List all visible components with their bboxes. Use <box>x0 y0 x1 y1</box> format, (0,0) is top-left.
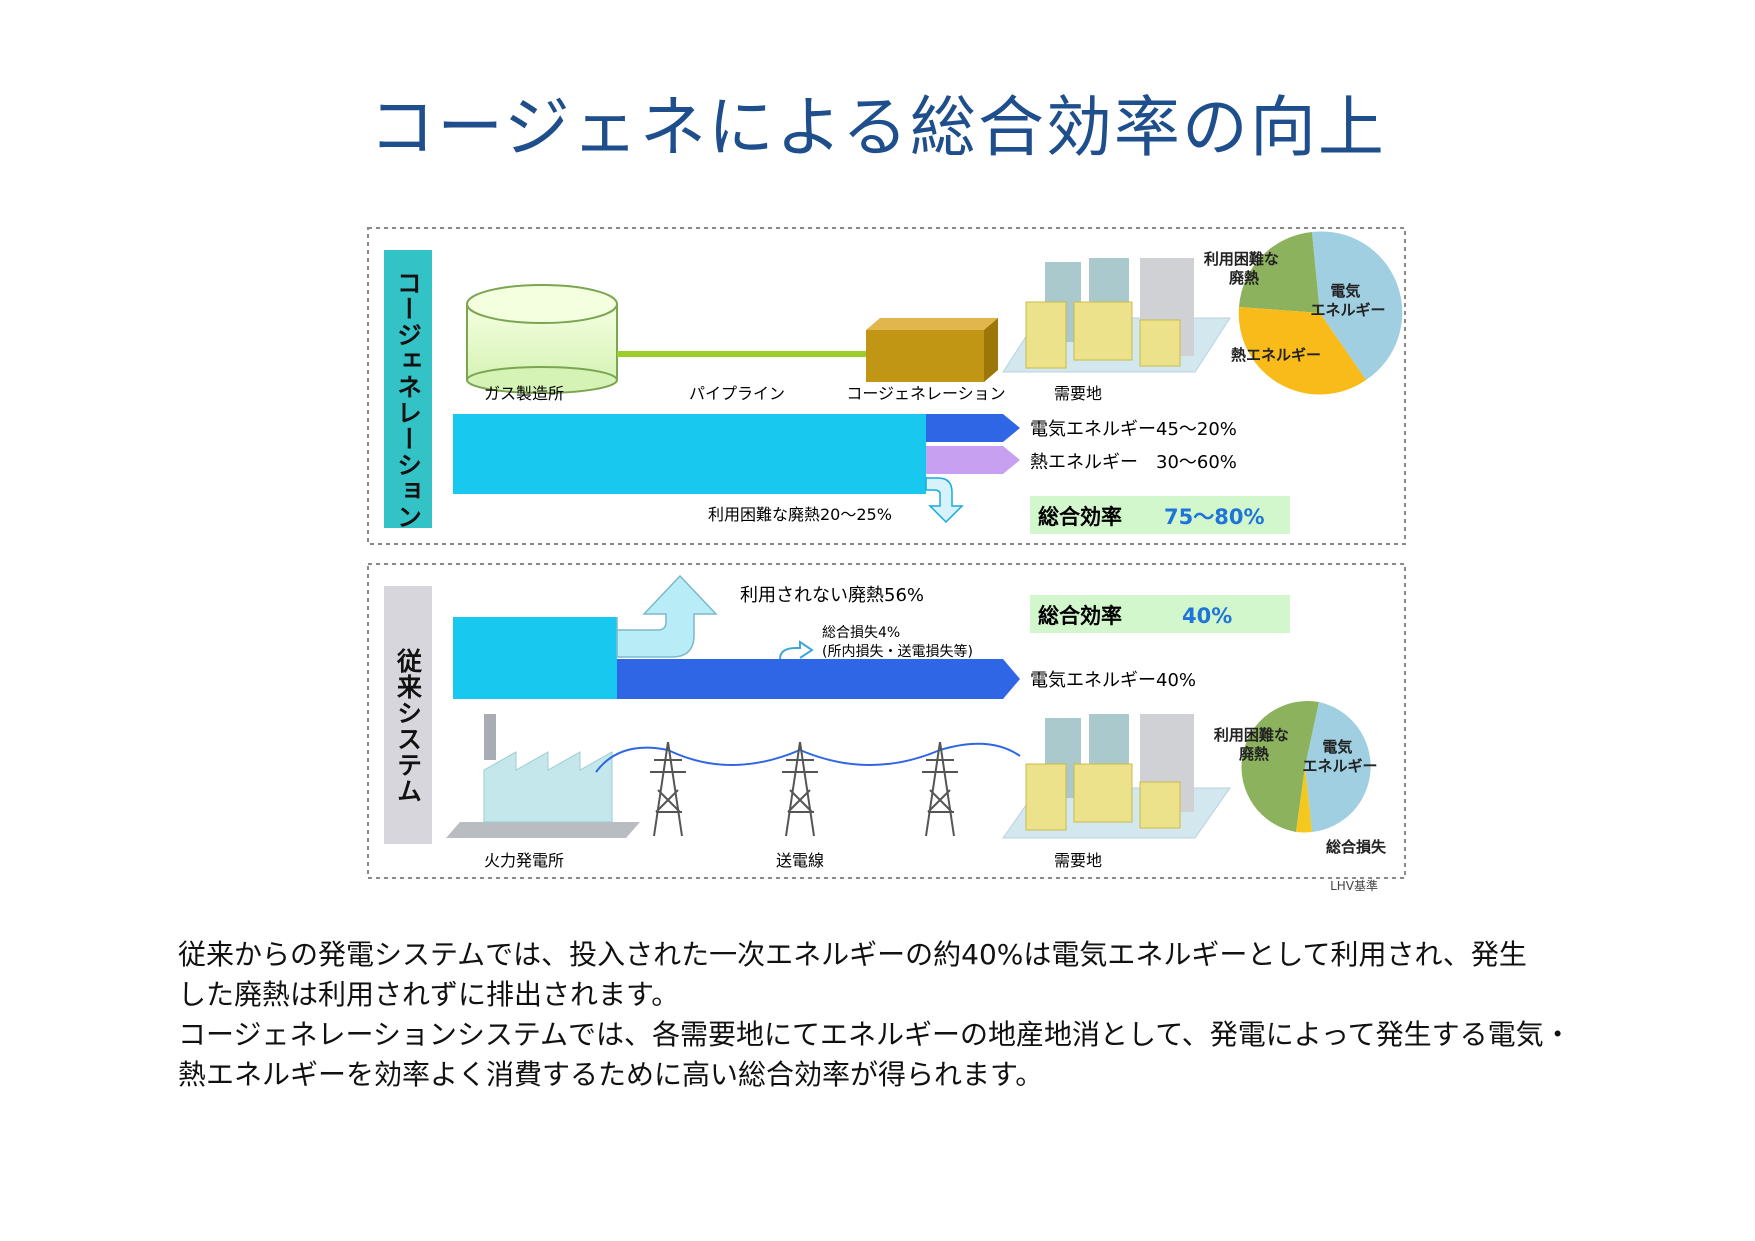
cogen-efficiency-box <box>1030 496 1290 534</box>
label-power-plant: 火力発電所 <box>484 851 564 870</box>
explanation-caption: 従来からの発電システムでは、投入された一次エネルギーの約40%は電気エネルギーと… <box>178 935 1618 1095</box>
caption-line-2: した廃熱は利用されずに排出されます。 <box>178 978 680 1011</box>
conv-efficiency-value: 40% <box>1182 604 1232 628</box>
conventional-side-label-bg <box>384 586 432 844</box>
cogeneration-side-label: コージェネレーション <box>394 270 423 530</box>
conventional-pie-chart <box>1241 700 1371 833</box>
pie-slice-heat <box>1238 307 1366 395</box>
pie-slice-electric <box>1305 702 1371 832</box>
pie-slice-waste <box>1241 700 1319 832</box>
conv-pie-label-loss: 総合損失 <box>1326 838 1387 856</box>
conv-waste-arrow <box>616 574 718 658</box>
conv-electric-label: 電気エネルギー40% <box>1030 670 1196 691</box>
pie-label-waste-line2: 廃熱 <box>1229 269 1259 287</box>
slide-title: コージェネによる総合効率の向上 <box>369 89 1386 166</box>
power-plant-factory-icon <box>446 714 640 838</box>
cogen-efficiency-label: 総合効率 <box>1038 505 1122 529</box>
conventional-panel-frame <box>367 563 1406 879</box>
transmission-tower-icon <box>650 741 958 837</box>
conv-pie-label-waste: 利用困難な 廃熱 <box>1214 726 1294 763</box>
conv-pie-label-waste-line2: 廃熱 <box>1239 745 1269 763</box>
cogeneration-unit-icon <box>866 318 998 382</box>
conv-loss-label-line1: 総合損失4% <box>822 625 900 641</box>
conv-waste-label: 利用されない廃熱56% <box>740 585 924 606</box>
transmission-wire <box>595 742 1021 773</box>
pie-slice-loss <box>1296 767 1312 833</box>
cogen-heat-arrow <box>926 446 1020 474</box>
cogeneration-side-label-bg <box>384 250 432 528</box>
pie-label-heat: 熱エネルギー <box>1231 346 1321 364</box>
pie-label-electric-line2: エネルギー <box>1310 301 1385 319</box>
conv-demand-site-buildings-icon <box>1002 714 1231 839</box>
label-conv-demand-site: 需要地 <box>1054 851 1102 870</box>
cogen-efficiency-value: 75～80% <box>1164 505 1265 529</box>
pie-slice-electric <box>1312 231 1403 380</box>
conv-loss-arrow <box>779 640 814 660</box>
conv-efficiency-label: 総合効率 <box>1038 604 1122 628</box>
demand-site-buildings-icon <box>1002 258 1231 373</box>
cogen-input-energy-block <box>453 414 926 494</box>
pie-slice-waste <box>1239 232 1320 313</box>
cogeneration-panel-frame <box>367 227 1406 545</box>
conv-pie-label-electric-line1: 電気 <box>1322 738 1352 756</box>
basis-note: LHV基準 <box>1330 878 1378 893</box>
cogeneration-panel: コージェネレーション <box>367 227 1406 545</box>
caption-line-1: 従来からの発電システムでは、投入された一次エネルギーの約40%は電気エネルギーと… <box>178 938 1527 971</box>
pie-label-electric-line1: 電気 <box>1330 282 1360 300</box>
cogen-waste-arrow <box>925 477 964 524</box>
conv-electric-arrow <box>617 659 1020 699</box>
cogen-waste-label: 利用困難な廃熱20～25% <box>708 505 892 524</box>
conv-pie-label-electric: 電気 エネルギー <box>1302 738 1377 775</box>
caption-line-4: 熱エネルギーを効率よく消費するために高い総合効率が得られます。 <box>178 1058 1044 1091</box>
conv-pie-label-waste-line1: 利用困難な <box>1214 726 1289 744</box>
gas-plant-tank-icon <box>466 284 618 394</box>
cogeneration-pie-chart <box>1238 231 1403 395</box>
conventional-panel: 従来システム 利用されない廃熱56% 総合損失4% (所内損失・送電損失等) 電… <box>367 563 1406 893</box>
cogen-heat-label: 熱エネルギー 30～60% <box>1030 452 1237 473</box>
conv-loss-label-line2: (所内損失・送電損失等) <box>822 643 973 660</box>
conv-pie-label-electric-line2: エネルギー <box>1302 757 1377 775</box>
pie-label-waste-line1: 利用困難な <box>1204 250 1279 268</box>
conv-efficiency-box <box>1030 595 1290 633</box>
cogen-electric-arrow <box>926 414 1020 442</box>
label-demand-site: 需要地 <box>1054 384 1102 403</box>
conventional-side-label: 従来システム <box>394 647 424 804</box>
conv-input-energy-block <box>453 617 617 699</box>
label-pipeline: パイプライン <box>689 384 785 403</box>
pie-label-waste: 利用困難な 廃熱 <box>1204 250 1284 287</box>
cogen-electric-label: 電気エネルギー45～20% <box>1030 419 1237 440</box>
label-gas-plant: ガス製造所 <box>484 384 564 403</box>
label-cogen-unit: コージェネレーション <box>846 384 1005 403</box>
label-transmission: 送電線 <box>776 851 824 870</box>
pie-label-electric: 電気 エネルギー <box>1310 282 1385 319</box>
caption-line-3: コージェネレーションシステムでは、各需要地にてエネルギーの地産地消として、発電に… <box>178 1018 1572 1051</box>
